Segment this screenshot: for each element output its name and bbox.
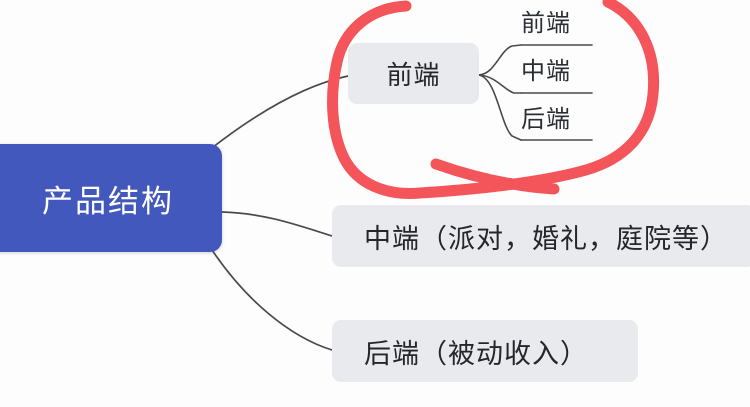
mindmap-root-node[interactable]: 产品结构 [0, 144, 222, 252]
mindmap-leaf-front-front[interactable]: 前端 [521, 12, 571, 36]
branch-back-label: 后端（被动收入） [364, 338, 588, 369]
connector-front-to-leaf3 [478, 74, 522, 141]
connector-front-to-leaf1 [478, 44, 522, 76]
connector-root-to-front [207, 75, 349, 152]
mindmap-branch-back[interactable]: 后端（被动收入） [332, 320, 638, 382]
red-circle-tail [430, 158, 560, 195]
leaf-front-mid-label: 中端 [521, 58, 571, 85]
connector-front-to-leaf2 [478, 74, 522, 94]
mindmap-branch-front[interactable]: 前端 [348, 43, 479, 104]
mindmap-leaf-front-back[interactable]: 后端 [521, 108, 571, 132]
connector-root-to-back [209, 246, 333, 351]
mindmap-leaf-front-mid[interactable]: 中端 [521, 60, 571, 84]
leaf-front-back-label: 后端 [521, 106, 571, 133]
connector-root-to-mid [221, 211, 333, 237]
root-node-label: 产品结构 [42, 183, 174, 219]
mindmap-branch-mid[interactable]: 中端（派对，婚礼，庭院等） [332, 205, 750, 267]
branch-mid-label: 中端（派对，婚礼，庭院等） [364, 223, 728, 254]
leaf-front-front-label: 前端 [521, 10, 571, 37]
branch-front-label: 前端 [386, 60, 441, 90]
